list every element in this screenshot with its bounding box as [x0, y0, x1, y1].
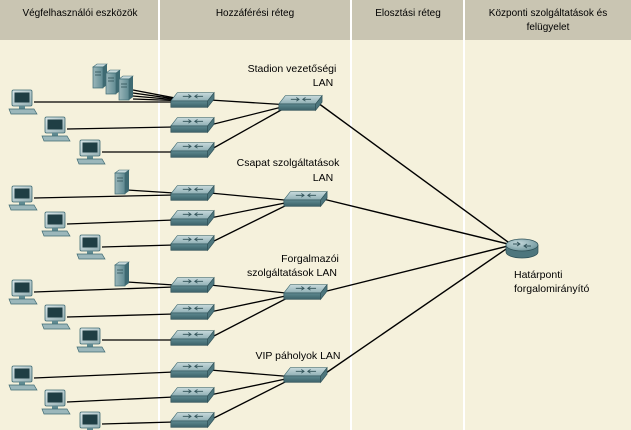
access-switch-icon[interactable]: [170, 234, 215, 252]
distribution-switch-icon[interactable]: [283, 190, 328, 208]
pc-icon[interactable]: [41, 389, 71, 415]
lan-label-team-line2: LAN: [313, 172, 333, 184]
distribution-switch-icon[interactable]: [283, 366, 328, 384]
pc-icon[interactable]: [41, 116, 71, 142]
lan-label-stadium-line2: LAN: [313, 77, 333, 89]
access-switch-icon[interactable]: [170, 329, 215, 347]
link-lan4-access1: [209, 369, 296, 378]
link-lan4-access2: [209, 376, 296, 396]
link-lan3-server: [126, 281, 175, 286]
access-switch-icon[interactable]: [170, 386, 215, 404]
link-lan1-access3: [209, 104, 291, 151]
server-icon[interactable]: [114, 169, 130, 195]
access-switch-icon[interactable]: [170, 141, 215, 159]
lan-label-team-line1: Csapat szolgáltatások: [237, 157, 340, 169]
link-lan2-pc: [101, 244, 175, 248]
server-icon[interactable]: [92, 63, 108, 89]
router-label-line2: forgalomirányító: [514, 283, 589, 295]
access-switch-icon[interactable]: [170, 116, 215, 134]
access-switch-icon[interactable]: [170, 411, 215, 429]
pc-icon[interactable]: [8, 279, 38, 305]
access-switch-icon[interactable]: [170, 303, 215, 321]
server-icon[interactable]: [118, 75, 134, 101]
column-dividers: [158, 0, 465, 430]
pc-icon[interactable]: [41, 304, 71, 330]
link-lan2-pc: [33, 194, 175, 199]
header-band: [0, 0, 631, 40]
column-header-core-line1: Központi szolgáltatások és: [489, 8, 607, 19]
link-lan2-access1: [209, 192, 296, 202]
column-header-access: Hozzáférési réteg: [216, 8, 294, 19]
link-lan2-access2: [209, 200, 296, 219]
link-lan4-access3: [209, 376, 296, 421]
link-lan3-access1: [209, 284, 296, 295]
lan-label-vip-line1: VIP páholyok LAN: [255, 350, 340, 362]
pc-icon[interactable]: [76, 234, 106, 260]
link-lan3-access3: [209, 293, 296, 339]
column-header-end-user: Végfelhasználói eszközök: [22, 8, 138, 19]
column-header-distribution: Elosztási réteg: [375, 8, 441, 19]
server-icon[interactable]: [105, 69, 121, 95]
link-lan4-router: [322, 244, 513, 376]
link-lan1-server: [132, 98, 175, 102]
pc-icon[interactable]: [76, 139, 106, 165]
link-lan3-pc: [66, 313, 175, 318]
link-lan3-access2: [209, 293, 296, 313]
pc-icon[interactable]: [8, 185, 38, 211]
link-lan1-access1: [209, 99, 291, 106]
link-lan4-pc: [101, 421, 175, 425]
link-lan2-access3: [209, 200, 296, 244]
link-lan2-router: [322, 198, 513, 246]
router-icon[interactable]: [505, 238, 539, 259]
lan-label-vendor-line2: szolgáltatások LAN: [247, 267, 337, 279]
network-links: [33, 89, 513, 425]
link-lan4-pc: [33, 371, 175, 379]
lan-label-vendor-line1: Forgalmazói: [281, 253, 339, 265]
link-lan2-pc: [66, 219, 175, 225]
link-lan2-server: [126, 189, 175, 194]
link-lan1-server: [132, 89, 175, 99]
link-lan1-router: [317, 102, 513, 246]
pc-icon[interactable]: [76, 327, 106, 353]
access-switch-icon[interactable]: [170, 209, 215, 227]
network-devices: [8, 63, 539, 430]
link-lan1-pc: [66, 126, 175, 130]
access-switch-icon[interactable]: [170, 91, 215, 109]
link-lan4-pc: [66, 396, 175, 403]
link-lan3-router: [322, 244, 513, 293]
distribution-switch-icon[interactable]: [278, 94, 323, 112]
access-switch-icon[interactable]: [170, 361, 215, 379]
server-icon[interactable]: [114, 261, 130, 287]
router-label-line1: Határponti: [514, 269, 562, 281]
lan-label-stadium-line1: Stadion vezetőségi: [248, 63, 337, 75]
link-lan1-server: [132, 95, 175, 101]
column-header-core-line2: felügyelet: [527, 22, 570, 33]
pc-icon[interactable]: [77, 411, 105, 430]
link-lan1-access2: [209, 104, 291, 126]
link-lan3-pc: [33, 286, 175, 293]
access-switch-icon[interactable]: [170, 184, 215, 202]
pc-icon[interactable]: [8, 365, 38, 391]
pc-icon[interactable]: [8, 89, 38, 115]
distribution-switch-icon[interactable]: [283, 283, 328, 301]
access-switch-icon[interactable]: [170, 276, 215, 294]
pc-icon[interactable]: [41, 211, 71, 237]
link-lan1-server: [132, 92, 175, 100]
